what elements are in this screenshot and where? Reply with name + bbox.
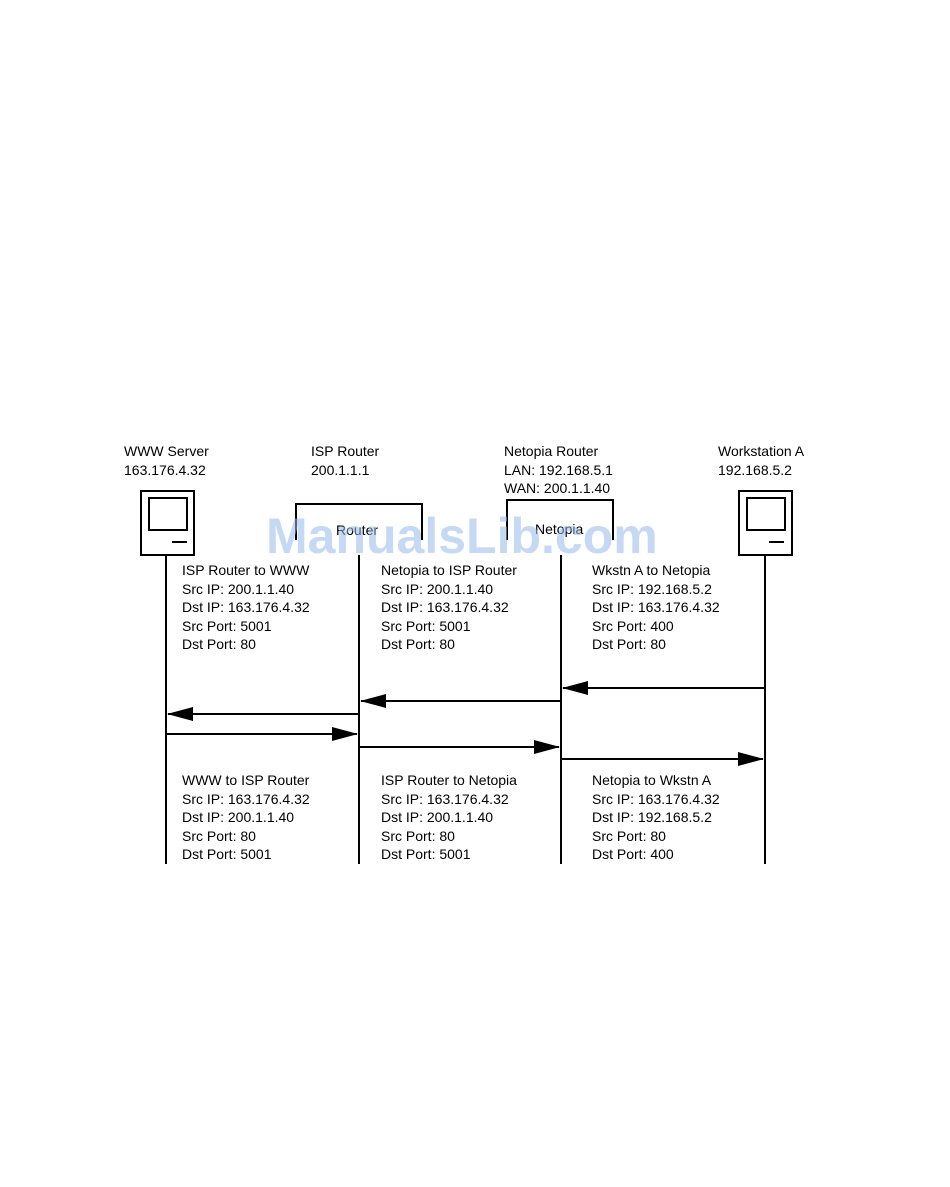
packet-src-ip: Src IP: 163.176.4.32 (182, 790, 310, 807)
packet-dst-port: Dst Port: 5001 (381, 846, 471, 862)
packet-info-www-to-isp: WWW to ISP Router Src IP: 163.176.4.32 D… (182, 771, 310, 864)
isp-router-name: ISP Router (311, 443, 380, 459)
packet-dst-ip: Dst IP: 163.176.4.32 (592, 599, 720, 615)
packet-src-port: Src Port: 80 (182, 827, 256, 844)
netopia-router-name: Netopia Router (504, 443, 599, 459)
watermark: ManualsLib.com (266, 508, 658, 564)
packet-dst-port: Dst Port: 400 (592, 846, 674, 862)
packet-title: Wkstn A to Netopia (592, 562, 711, 578)
workstation-computer-icon (738, 490, 793, 556)
packet-info-netopia-to-isp: Netopia to ISP Router Src IP: 200.1.1.40… (381, 561, 517, 654)
packet-src-ip: Src IP: 163.176.4.32 (381, 790, 509, 807)
packet-src-port: Src Port: 400 (592, 617, 674, 634)
packet-title: Netopia to ISP Router (381, 562, 517, 578)
packet-info-isp-to-netopia: ISP Router to Netopia Src IP: 163.176.4.… (381, 771, 517, 864)
workstation-ip: 192.168.5.2 (718, 461, 792, 478)
packet-dst-ip: Dst IP: 163.176.4.32 (182, 599, 310, 615)
packet-src-ip: Src IP: 200.1.1.40 (182, 580, 295, 597)
packet-src-port: Src Port: 80 (592, 827, 666, 844)
packet-src-ip: Src IP: 200.1.1.40 (381, 580, 494, 597)
packet-src-port: Src Port: 5001 (381, 617, 471, 634)
workstation-name: Workstation A (718, 443, 805, 459)
netopia-router-wan: WAN: 200.1.1.40 (504, 480, 611, 496)
packet-dst-ip: Dst IP: 192.168.5.2 (592, 809, 712, 825)
packet-src-ip: Src IP: 192.168.5.2 (592, 580, 712, 597)
www-server-ip: 163.176.4.32 (124, 461, 206, 478)
packet-dst-port: Dst Port: 5001 (182, 846, 272, 862)
packet-dst-ip: Dst IP: 200.1.1.40 (381, 809, 494, 825)
www-server-name: WWW Server (124, 443, 209, 459)
packet-dst-port: Dst Port: 80 (182, 636, 256, 652)
www-server-computer-icon (140, 490, 195, 556)
workstation-label: Workstation A 192.168.5.2 (718, 442, 804, 479)
isp-router-box (295, 503, 423, 540)
packet-dst-port: Dst Port: 80 (381, 636, 455, 652)
netopia-router-lan: LAN: 192.168.5.1 (504, 461, 613, 478)
packet-title: WWW to ISP Router (182, 772, 310, 788)
netopia-router-label: Netopia Router LAN: 192.168.5.1 WAN: 200… (504, 442, 613, 498)
packet-src-port: Src Port: 80 (381, 827, 455, 844)
www-server-label: WWW Server 163.176.4.32 (124, 442, 209, 479)
packet-info-wkstn-to-netopia: Wkstn A to Netopia Src IP: 192.168.5.2 D… (592, 561, 720, 654)
isp-router-box-label: Router (336, 522, 379, 538)
packet-src-ip: Src IP: 163.176.4.32 (592, 790, 720, 807)
packet-dst-port: Dst Port: 80 (592, 636, 666, 652)
packet-dst-ip: Dst IP: 163.176.4.32 (381, 599, 509, 615)
packet-info-isp-to-www: ISP Router to WWW Src IP: 200.1.1.40 Dst… (182, 561, 310, 654)
netopia-router-box-label: Netopia (535, 521, 584, 537)
netopia-router-box (506, 499, 614, 540)
packet-src-port: Src Port: 5001 (182, 617, 272, 634)
packet-title: ISP Router to Netopia (381, 772, 517, 788)
packet-title: ISP Router to WWW (182, 562, 310, 578)
isp-router-label: ISP Router 200.1.1.1 (311, 442, 379, 479)
packet-info-netopia-to-wkstn: Netopia to Wkstn A Src IP: 163.176.4.32 … (592, 771, 720, 864)
packet-title: Netopia to Wkstn A (592, 772, 712, 788)
packet-dst-ip: Dst IP: 200.1.1.40 (182, 809, 295, 825)
isp-router-ip: 200.1.1.1 (311, 461, 370, 478)
